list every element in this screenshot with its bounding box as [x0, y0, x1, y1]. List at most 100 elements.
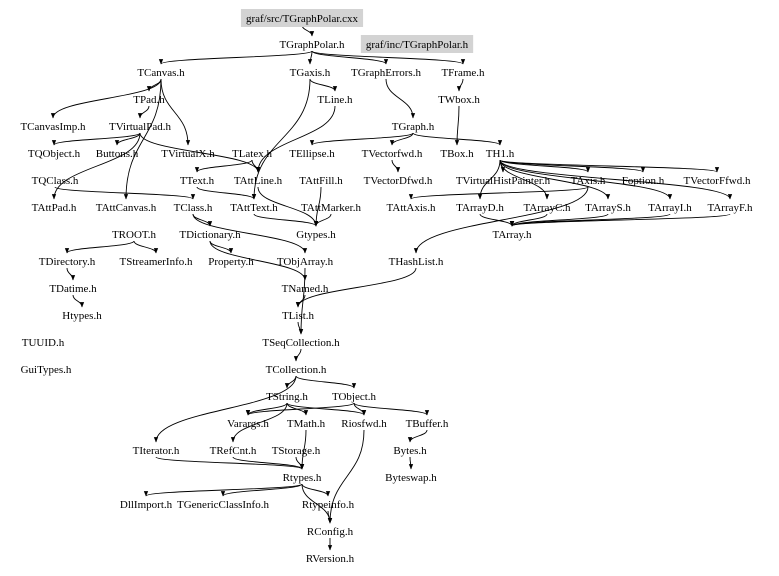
node-Riosfwd[interactable]: Riosfwd.h [341, 418, 387, 430]
node-TLatex[interactable]: TLatex.h [232, 148, 273, 160]
node-TStorage[interactable]: TStorage.h [272, 445, 321, 457]
node-TVirtualPad[interactable]: TVirtualPad.h [109, 121, 171, 133]
node-TArray[interactable]: TArray.h [492, 229, 532, 241]
node-TDictionary[interactable]: TDictionary.h [179, 229, 241, 241]
node-label: Gtypes.h [296, 229, 336, 241]
node-TRefCnt[interactable]: TRefCnt.h [210, 445, 257, 457]
node-label: Varargs.h [227, 418, 269, 430]
node-TBuffer[interactable]: TBuffer.h [406, 418, 449, 430]
node-TAttAxis[interactable]: TAttAxis.h [387, 202, 436, 214]
node-TEllipse[interactable]: TEllipse.h [289, 148, 335, 160]
node-TQClass[interactable]: TQClass.h [32, 175, 79, 187]
node-TBox[interactable]: TBox.h [440, 148, 474, 160]
edge-TVectorfwd-to-TVectorDfwd [391, 159, 401, 173]
node-TAttFill[interactable]: TAttFill.h [299, 175, 343, 187]
node-GuiTypes[interactable]: GuiTypes.h [21, 364, 72, 376]
node-Buttons[interactable]: Buttons.h [96, 148, 139, 160]
node-Rtypeinfo[interactable]: Rtypeinfo.h [302, 499, 355, 511]
node-TVectorFfwd[interactable]: TVectorFfwd.h [684, 175, 751, 187]
node-label: TUUID.h [22, 337, 65, 349]
node-TDatime[interactable]: TDatime.h [49, 283, 97, 295]
node-TArrayS[interactable]: TArrayS.h [585, 202, 631, 214]
node-TGraphPolar[interactable]: TGraphPolar.h [279, 39, 345, 51]
node-TFrame[interactable]: TFrame.h [441, 67, 485, 79]
node-TWbox[interactable]: TWbox.h [438, 94, 480, 106]
node-src[interactable]: graf/src/TGraphPolar.cxx [240, 9, 364, 27]
node-TGraph[interactable]: TGraph.h [392, 121, 435, 133]
node-label: Buttons.h [96, 148, 139, 160]
node-TH1[interactable]: TH1.h [486, 148, 515, 160]
edge-TROOT-to-TDirectory [64, 240, 135, 254]
node-TArrayD[interactable]: TArrayD.h [456, 202, 504, 214]
node-TVectorfwd[interactable]: TVectorfwd.h [362, 148, 423, 160]
node-label: TROOT.h [112, 229, 157, 241]
node-label: TAttText.h [230, 202, 278, 214]
node-TAttLine[interactable]: TAttLine.h [234, 175, 283, 187]
edge-TString-to-TRefCnt [230, 402, 288, 443]
edge-TVirtualPad-to-TAttLine [139, 132, 261, 173]
node-TSeqCollection[interactable]: TSeqCollection.h [262, 337, 340, 349]
node-TText[interactable]: TText.h [180, 175, 215, 187]
node-TGaxis[interactable]: TGaxis.h [290, 67, 331, 79]
node-TArrayC[interactable]: TArrayC.h [523, 202, 571, 214]
node-label: TLine.h [317, 94, 353, 106]
node-TAttCanvas[interactable]: TAttCanvas.h [96, 202, 157, 214]
edge-THashList-to-TList [295, 267, 417, 308]
node-highlight-box [240, 9, 364, 27]
node-TGraphErrors[interactable]: TGraphErrors.h [351, 67, 421, 79]
node-Bytes[interactable]: Bytes.h [393, 445, 427, 457]
node-RVersion[interactable]: RVersion.h [306, 553, 355, 565]
node-TAttMarker[interactable]: TAttMarker.h [301, 202, 361, 214]
node-TStreamerInfo[interactable]: TStreamerInfo.h [120, 256, 193, 268]
node-label: TString.h [266, 391, 308, 403]
node-label: Byteswap.h [385, 472, 437, 484]
node-TROOT[interactable]: TROOT.h [112, 229, 157, 241]
node-TNamed[interactable]: TNamed.h [282, 283, 329, 295]
node-TCanvas[interactable]: TCanvas.h [137, 67, 185, 79]
node-RConfig[interactable]: RConfig.h [307, 526, 354, 538]
node-TCanvasImp[interactable]: TCanvasImp.h [20, 121, 86, 133]
node-DllImport[interactable]: DllImport.h [120, 499, 173, 511]
node-TDirectory[interactable]: TDirectory.h [39, 256, 96, 268]
node-TArrayF[interactable]: TArrayF.h [708, 202, 753, 214]
node-Rtypes[interactable]: Rtypes.h [283, 472, 322, 484]
node-TPad[interactable]: TPad.h [133, 94, 165, 106]
node-TList[interactable]: TList.h [282, 310, 315, 322]
node-TObjArray[interactable]: TObjArray.h [277, 256, 334, 268]
node-TObject[interactable]: TObject.h [332, 391, 377, 403]
node-label: TAttFill.h [299, 175, 343, 187]
node-TLine[interactable]: TLine.h [317, 94, 353, 106]
node-TQObject[interactable]: TQObject.h [28, 148, 81, 160]
node-Foption[interactable]: Foption.h [622, 175, 665, 187]
node-label: TAttCanvas.h [96, 202, 157, 214]
edge-TVirtualPad-to-TQObject [51, 132, 141, 146]
node-TString[interactable]: TString.h [266, 391, 308, 403]
edge-TAttLine-to-Gtypes [257, 186, 319, 227]
node-TVectorDfwd[interactable]: TVectorDfwd.h [364, 175, 433, 187]
node-Htypes[interactable]: Htypes.h [62, 310, 102, 322]
node-TCollection[interactable]: TCollection.h [266, 364, 327, 376]
node-TAttText[interactable]: TAttText.h [230, 202, 278, 214]
node-TGenericClassInfo[interactable]: TGenericClassInfo.h [177, 499, 269, 511]
edge-TGraph-to-TH1 [412, 132, 503, 146]
node-TVirtualHistPainter[interactable]: TVirtualHistPainter.h [456, 175, 551, 187]
node-TAxis[interactable]: TAxis.h [571, 175, 606, 187]
edge-TGaxis-to-TLine [309, 78, 338, 92]
node-TClass[interactable]: TClass.h [174, 202, 213, 214]
node-TUUID[interactable]: TUUID.h [22, 337, 65, 349]
node-incTGraphPolar[interactable]: graf/inc/TGraphPolar.h [360, 35, 474, 53]
node-TArrayI[interactable]: TArrayI.h [648, 202, 692, 214]
node-label: TText.h [180, 175, 215, 187]
edge-TAxis-to-THashList [413, 186, 589, 254]
node-Gtypes[interactable]: Gtypes.h [296, 229, 336, 241]
node-Byteswap[interactable]: Byteswap.h [385, 472, 437, 484]
edge-Rtypes-to-DllImport [143, 483, 303, 497]
node-Property[interactable]: Property.h [208, 256, 254, 268]
node-THashList[interactable]: THashList.h [389, 256, 444, 268]
edge-TVirtualPad-to-TAttPad [51, 132, 141, 200]
node-TMath[interactable]: TMath.h [287, 418, 326, 430]
node-TVirtualX[interactable]: TVirtualX.h [161, 148, 215, 160]
node-TIterator[interactable]: TIterator.h [133, 445, 180, 457]
node-TAttPad[interactable]: TAttPad.h [32, 202, 77, 214]
node-Varargs[interactable]: Varargs.h [227, 418, 269, 430]
